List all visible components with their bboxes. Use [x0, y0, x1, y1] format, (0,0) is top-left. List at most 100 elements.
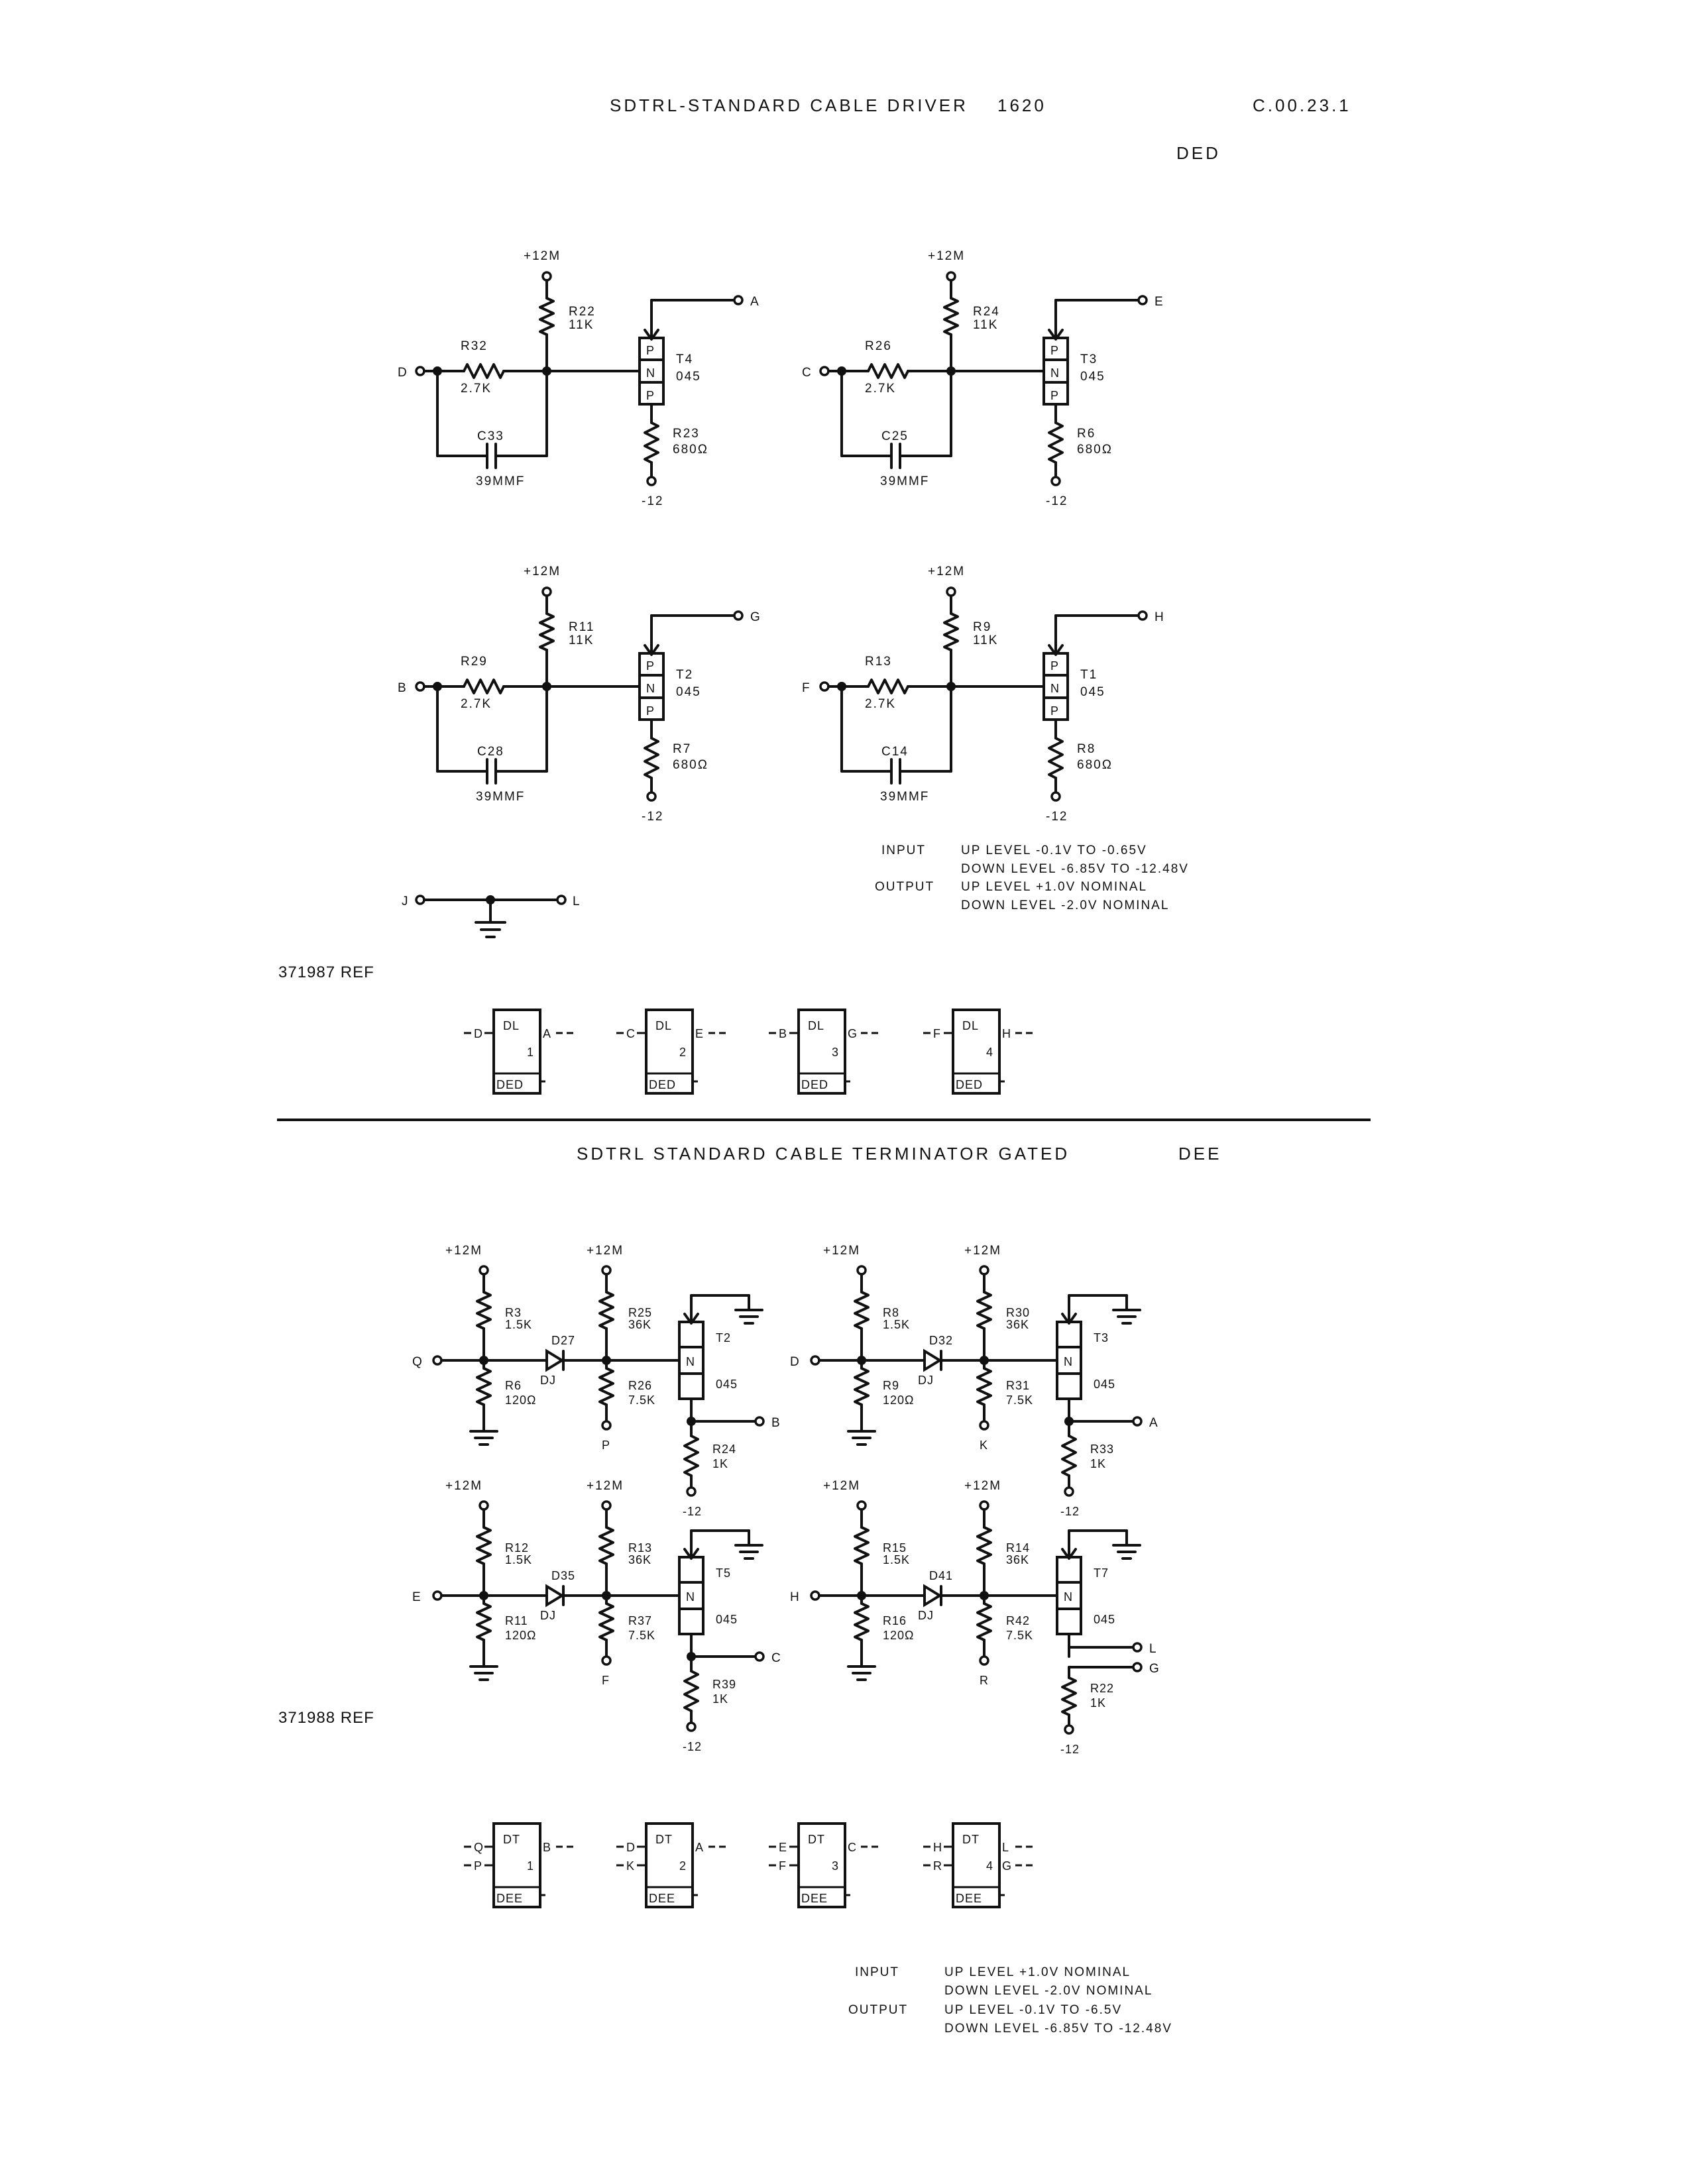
- output-terminal: [733, 295, 744, 305]
- input-terminating-label: R11: [505, 1614, 528, 1627]
- transistor-symbol: N: [1056, 1556, 1082, 1635]
- diode-label: D27: [551, 1334, 575, 1347]
- input-resistor: [463, 679, 505, 694]
- input-pin-label: D: [398, 366, 408, 380]
- load-resistor: [1061, 1435, 1077, 1477]
- transistor-layer-label: N: [686, 1355, 695, 1368]
- load-resistor-value: 1K: [1090, 1457, 1106, 1470]
- driver-block-output: E: [695, 1027, 704, 1040]
- driver-card-type: DED: [1176, 143, 1221, 163]
- transistor-type: 045: [1094, 1378, 1115, 1391]
- driver-block-tag: DED: [801, 1078, 828, 1091]
- driver-block-name: DL: [962, 1019, 979, 1032]
- diode-symbol: [545, 1584, 565, 1608]
- load-resistor-label: R39: [712, 1678, 736, 1691]
- driver-block-frame: [645, 1009, 694, 1095]
- term-block-frame: [797, 1822, 846, 1908]
- gate-resistor-label: R26: [628, 1379, 652, 1392]
- input-pullup-resistor: [854, 1526, 870, 1565]
- input-resistor-label: R26: [865, 339, 892, 353]
- gate-pin-label: F: [602, 1674, 610, 1687]
- base-pullup-value: 36K: [1006, 1318, 1029, 1331]
- minus-supply-terminal: [646, 476, 657, 486]
- term-block-output: A: [695, 1841, 704, 1854]
- supply-plus-label: +12M: [964, 1479, 1001, 1493]
- input-pin-label: C: [802, 366, 813, 380]
- emitter-resistor-value: 680Ω: [673, 443, 708, 457]
- base-pullup-resistor: [598, 1291, 614, 1330]
- driver-block-number: 2: [679, 1046, 687, 1059]
- base-pullup-resistor: [598, 1526, 614, 1565]
- driver-reference: 371987 REF: [278, 963, 374, 981]
- driver-block-input: D: [474, 1027, 483, 1040]
- input-resistor-value: 2.7K: [865, 697, 896, 711]
- terminator-circuit-1: +12MR31.5KQR6120ΩD27DJ+12MR2536KPR267.5K…: [412, 1244, 781, 1518]
- emitter-resistor-label: R23: [673, 427, 700, 441]
- input-pin-label: Q: [412, 1355, 423, 1369]
- input-resistor-value: 2.7K: [461, 382, 492, 396]
- output-terminal: [1137, 610, 1148, 621]
- driver-spec-input-label: INPUT: [881, 844, 926, 857]
- term-block-name: DT: [962, 1833, 980, 1846]
- minus-supply-label: -12: [1046, 810, 1068, 824]
- gate-resistor-label: R42: [1006, 1614, 1030, 1627]
- pullup-resistor-label: R24: [973, 305, 1000, 319]
- input-pullup-label: R15: [883, 1541, 907, 1555]
- term-block-number: 2: [679, 1859, 687, 1873]
- term-block-output: L: [1002, 1841, 1009, 1854]
- input-pin-label: F: [802, 681, 811, 695]
- load-resistor: [683, 1670, 699, 1712]
- emitter-arrow: [1048, 329, 1064, 341]
- transistor-label: T4: [676, 353, 693, 366]
- transistor-layer-label: N: [1050, 682, 1060, 695]
- pullup-resistor: [539, 612, 555, 651]
- input-resistor: [867, 679, 909, 694]
- output-pin-label: C: [771, 1651, 782, 1665]
- diode-symbol: [923, 1348, 942, 1372]
- transistor-layer-label: N: [646, 366, 655, 380]
- output-pin-label: B: [771, 1416, 781, 1430]
- input-terminating-resistor: [854, 1367, 870, 1406]
- transistor-symbol: N: [678, 1556, 704, 1635]
- input-terminating-value: 120Ω: [505, 1629, 537, 1642]
- emitter-arrow: [1061, 1313, 1077, 1325]
- input-resistor-label: R29: [461, 655, 488, 669]
- term-spec-output-up: UP LEVEL -0.1V TO -6.5V: [944, 2003, 1122, 2017]
- input-pin-label: E: [412, 1590, 422, 1604]
- terminator-specs: INPUT UP LEVEL +1.0V NOMINAL DOWN LEVEL …: [848, 1965, 1171, 2036]
- input-resistor-value: 2.7K: [461, 697, 492, 711]
- ground-icon: [734, 1309, 763, 1325]
- gate-pin-label: R: [980, 1674, 989, 1687]
- emitter-resistor-value: 680Ω: [673, 758, 708, 772]
- term-block-input: K: [626, 1859, 635, 1873]
- driver-block-output: G: [848, 1027, 858, 1040]
- input-pullup-value: 1.5K: [883, 1553, 910, 1566]
- base-pullup-value: 36K: [628, 1553, 651, 1566]
- input-resistor: [867, 363, 909, 379]
- driver-block-tag: DED: [649, 1078, 676, 1091]
- output-pin-label: G: [1149, 1662, 1160, 1676]
- supply-plus-label: +12M: [964, 1244, 1001, 1258]
- transistor-symbol: PNP: [1042, 652, 1069, 721]
- gate-terminal: [601, 1420, 612, 1431]
- supply-plus-label: +12M: [524, 249, 561, 263]
- term-block-input: F: [779, 1859, 787, 1873]
- term-block-input: Q: [474, 1841, 484, 1854]
- input-terminating-resistor: [476, 1602, 492, 1641]
- transistor-layer-label: N: [646, 682, 655, 695]
- input-resistor-label: R13: [865, 655, 892, 669]
- diode-type: DJ: [918, 1609, 934, 1622]
- ground-icon: [734, 1544, 763, 1560]
- driver-block-input: C: [626, 1027, 636, 1040]
- driver-spec-output-up: UP LEVEL +1.0V NOMINAL: [961, 880, 1147, 894]
- driver-block-frame: [797, 1009, 846, 1095]
- driver-block-name: DL: [808, 1019, 824, 1032]
- terminator-card-type: DEE: [1178, 1144, 1221, 1164]
- transistor-layer-label: P: [646, 704, 655, 718]
- capacitor-value: 39MMF: [880, 790, 929, 804]
- terminator-title: SDTRL STANDARD CABLE TERMINATOR GATED: [577, 1144, 1070, 1164]
- minus-supply-label: -12: [1046, 494, 1068, 508]
